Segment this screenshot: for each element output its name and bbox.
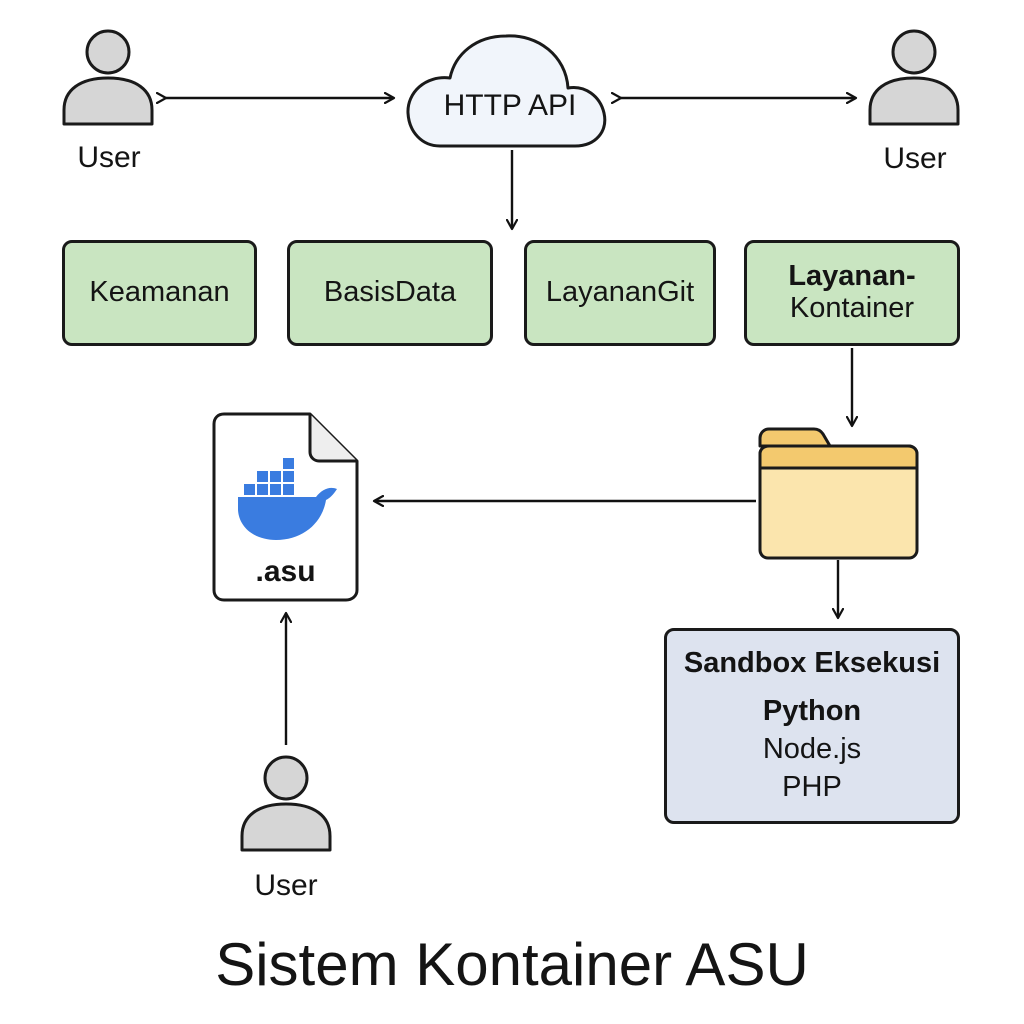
service-layanangit: LayananGit [524, 240, 716, 346]
file-asu-label: .asu [255, 555, 316, 588]
service-layanan-kontainer-line1: Layanan- [788, 260, 916, 293]
service-layanangit-label: LayananGit [545, 276, 695, 309]
user-icon-right [868, 29, 960, 126]
service-layanan-kontainer-line2: Kontainer [789, 292, 915, 324]
user-label-left: User [77, 141, 141, 174]
sandbox-eksekusi-box: Sandbox Eksekusi Python Node.js PHP [664, 628, 960, 824]
service-layanan-kontainer: Layanan- Kontainer [744, 240, 960, 346]
service-keamanan-label: Keamanan [89, 276, 230, 309]
user-icon-left [62, 29, 154, 126]
api-label: HTTP API [443, 89, 577, 122]
service-basisdata: BasisData [287, 240, 493, 346]
user-label-right: User [883, 142, 947, 175]
diagram-title: Sistem Kontainer ASU [215, 931, 809, 998]
docker-whale-icon [238, 458, 337, 540]
cloud-icon [406, 34, 607, 148]
service-keamanan: Keamanan [62, 240, 257, 346]
runtime-nodejs: Node.js [762, 733, 862, 765]
runtime-python: Python [762, 695, 862, 727]
user-icon-bottom [240, 755, 332, 852]
user-label-bottom: User [254, 869, 318, 902]
service-basisdata-label: BasisData [323, 276, 457, 309]
folder-icon [758, 427, 919, 560]
sandbox-title: Sandbox Eksekusi [683, 647, 941, 679]
runtime-php: PHP [782, 771, 842, 803]
